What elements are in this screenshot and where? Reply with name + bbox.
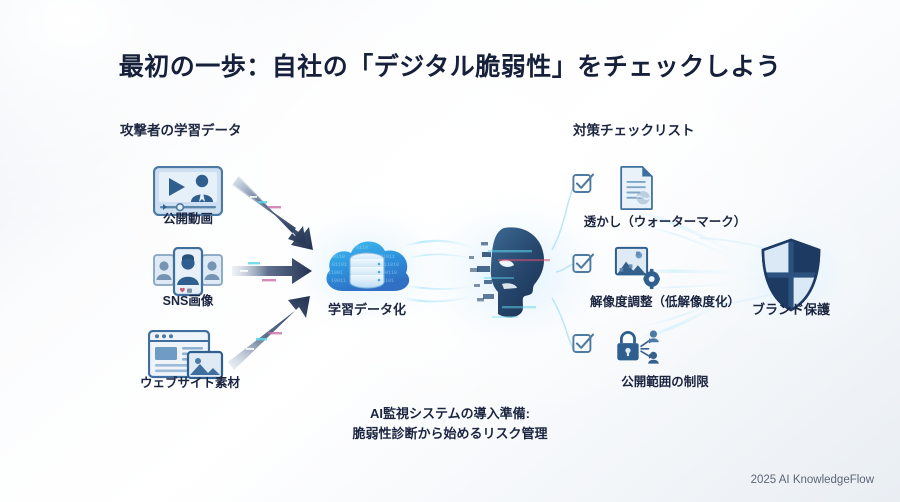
checklist-label-watermark: 透かし（ウォーターマーク） — [583, 215, 747, 229]
checkbox-scope-icon[interactable] — [572, 332, 594, 354]
page-title: 最初の一歩：自社の「デジタル脆弱性」をチェックしよう — [118, 53, 782, 81]
lock-share-icon — [617, 330, 659, 364]
source-label-website-materials: ウェブサイト素材 — [139, 376, 240, 390]
checkbox-watermark-icon[interactable] — [572, 172, 594, 194]
svg-text:10011: 10011 — [331, 278, 346, 284]
svg-text:01101: 01101 — [332, 262, 347, 268]
svg-text:01011: 01011 — [380, 254, 395, 260]
checklist-item-watermark[interactable] — [572, 166, 792, 212]
svg-text:10110: 10110 — [330, 254, 345, 260]
source-icon-website-materials — [147, 329, 224, 380]
arrow-sns-to-hub — [232, 258, 312, 284]
footer-credit: 2025 AI KnowledgeFlow — [750, 474, 874, 486]
left-column-heading: 攻撃者の学習データ — [120, 123, 242, 138]
caption-block: AI監視システムの導入準備: 脆弱性診断から始めるリスク管理 — [0, 404, 900, 444]
image-resolution-gear-icon — [614, 246, 660, 290]
outcome-icon-shield — [760, 238, 822, 312]
checklist-label-resolution: 解像度調整（低解像度化） — [589, 295, 740, 309]
source-icon-sns-images — [153, 246, 223, 297]
right-column-heading: 対策チェックリスト — [573, 123, 695, 138]
caption-line-1: AI監視システムの導入準備: — [370, 406, 530, 421]
svg-text:10101: 10101 — [379, 278, 394, 284]
watermark-document-icon — [620, 166, 653, 210]
svg-text:11010: 11010 — [384, 262, 399, 268]
caption-line-2: 脆弱性診断から始めるリスク管理 — [352, 426, 548, 441]
outcome-label: ブランド保護 — [751, 302, 830, 317]
checklist-item-resolution[interactable] — [572, 246, 792, 292]
glitched-face-profile-icon — [468, 222, 558, 326]
hub-label: 学習データ化 — [327, 302, 406, 317]
source-label-sns-images: SNS画像 — [162, 294, 214, 308]
checklist-item-scope[interactable] — [572, 330, 792, 372]
source-icon-public-video — [152, 165, 224, 217]
checkbox-resolution-icon[interactable] — [572, 252, 594, 274]
svg-text:00110: 00110 — [382, 270, 397, 276]
svg-text:11001: 11001 — [328, 270, 343, 276]
source-label-public-video: 公開動画 — [162, 212, 213, 226]
checklist-label-scope: 公開範囲の制限 — [621, 375, 709, 389]
svg-text:0110: 0110 — [356, 245, 368, 251]
hub-icon-cloud-database: 10110 01101 11001 10011 01011 11010 00110 10… — [318, 231, 416, 303]
